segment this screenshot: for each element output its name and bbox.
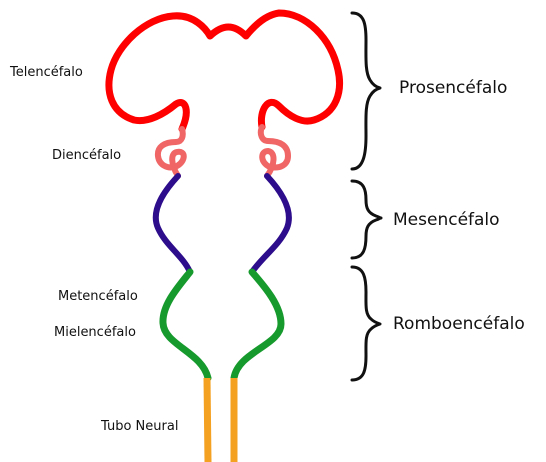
- romboencefalo-brace: [352, 267, 380, 380]
- tubo-neural-shape: [207, 378, 208, 462]
- prosencefalo-brace: [352, 13, 380, 169]
- telencefalo-shape: [109, 13, 340, 129]
- diencefalo-label: Diencéfalo: [52, 149, 121, 162]
- diencefalo-shape-right: [261, 127, 288, 176]
- mesencefalo-brace: [352, 181, 381, 258]
- metencefalo-label: Metencéfalo: [58, 290, 138, 303]
- romboencefalo-label: Romboencéfalo: [393, 316, 525, 333]
- romboencefalo-shape-right: [234, 272, 281, 378]
- mielencefalo-label: Mielencéfalo: [54, 326, 136, 339]
- mesencefalo-shape: [156, 176, 190, 272]
- mesencefalo-label: Mesencéfalo: [393, 212, 500, 229]
- mesencefalo-shape-right: [252, 176, 289, 272]
- telencefalo-label: Telencéfalo: [10, 66, 83, 79]
- tubo-neural-label: Tubo Neural: [101, 420, 178, 433]
- prosencefalo-label: Prosencéfalo: [399, 80, 507, 97]
- romboencefalo-shape: [163, 272, 208, 378]
- diencefalo-shape: [158, 129, 184, 176]
